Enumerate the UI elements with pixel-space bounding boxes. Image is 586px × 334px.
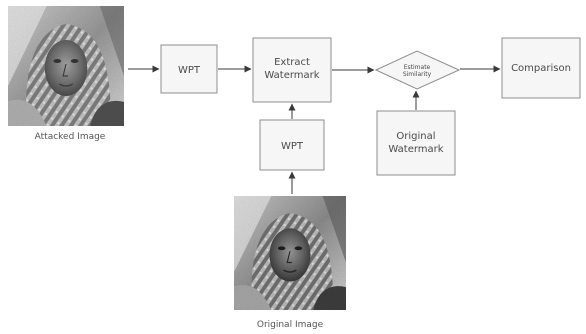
wpt-top-label: WPT xyxy=(178,65,201,76)
extract-label-line1: Extract xyxy=(274,57,310,68)
extract-watermark-block: Extract Watermark xyxy=(252,37,332,103)
original-image xyxy=(234,196,346,310)
attacked-image-caption: Attacked Image xyxy=(35,132,106,142)
attacked-image xyxy=(8,6,124,126)
estimate-label-line2: Similarity xyxy=(403,71,432,78)
original-watermark-block: Original Watermark xyxy=(376,110,456,176)
wpt-block-bottom: WPT xyxy=(259,119,325,171)
comparison-label: Comparison xyxy=(511,63,571,74)
estimate-similarity-block: Estimate Similarity xyxy=(374,50,461,90)
estimate-label-line1: Estimate xyxy=(404,64,431,71)
original-watermark-line1: Original xyxy=(396,131,435,142)
extract-label-line2: Watermark xyxy=(264,70,319,81)
comparison-block: Comparison xyxy=(501,37,581,99)
original-watermark-line2: Watermark xyxy=(388,144,443,155)
wpt-block-top: WPT xyxy=(160,44,218,94)
original-image-caption: Original Image xyxy=(257,320,324,330)
wpt-bottom-label: WPT xyxy=(281,141,304,152)
